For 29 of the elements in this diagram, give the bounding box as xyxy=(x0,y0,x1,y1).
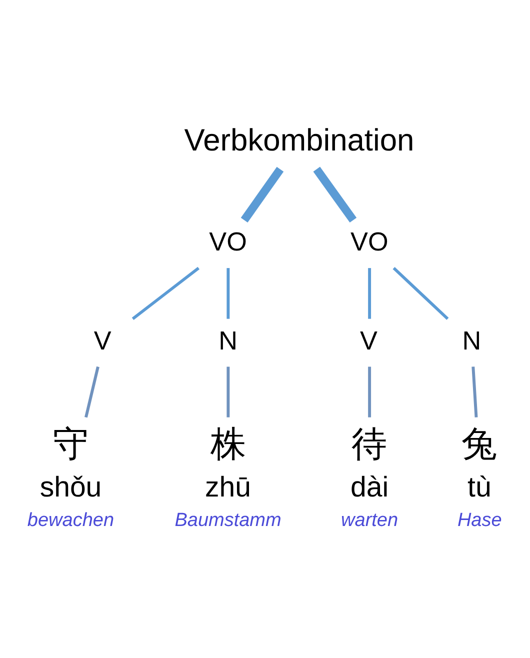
connector xyxy=(472,366,478,418)
node-text: V xyxy=(94,325,112,356)
connector xyxy=(368,268,372,319)
connector xyxy=(368,366,372,418)
connector xyxy=(132,266,200,320)
connector xyxy=(226,366,230,418)
node-text: VO xyxy=(350,226,388,257)
node-label: zhū xyxy=(205,472,251,504)
connector xyxy=(240,166,284,223)
connector xyxy=(226,268,230,319)
node-text: 株 xyxy=(210,424,246,464)
node-text: 守 xyxy=(52,424,89,464)
node-label: shǒu xyxy=(40,472,102,504)
node-text: VO xyxy=(209,226,247,257)
node-text: V xyxy=(360,325,378,356)
node-text: N xyxy=(218,325,238,356)
node-text: Verbkombination xyxy=(184,122,414,158)
connector xyxy=(313,166,357,223)
node-label: Hase xyxy=(457,510,502,531)
connector xyxy=(84,366,100,418)
node-text: N xyxy=(462,325,482,356)
node-label: dài xyxy=(350,472,389,504)
node-label: Baumstamm xyxy=(174,510,282,531)
node-label: bewachen xyxy=(27,510,114,531)
connector xyxy=(392,266,449,320)
node-label: tù xyxy=(468,472,492,504)
node-text: 待 xyxy=(352,424,388,464)
node-text: 兔 xyxy=(462,424,498,464)
node-label: warten xyxy=(341,510,398,531)
